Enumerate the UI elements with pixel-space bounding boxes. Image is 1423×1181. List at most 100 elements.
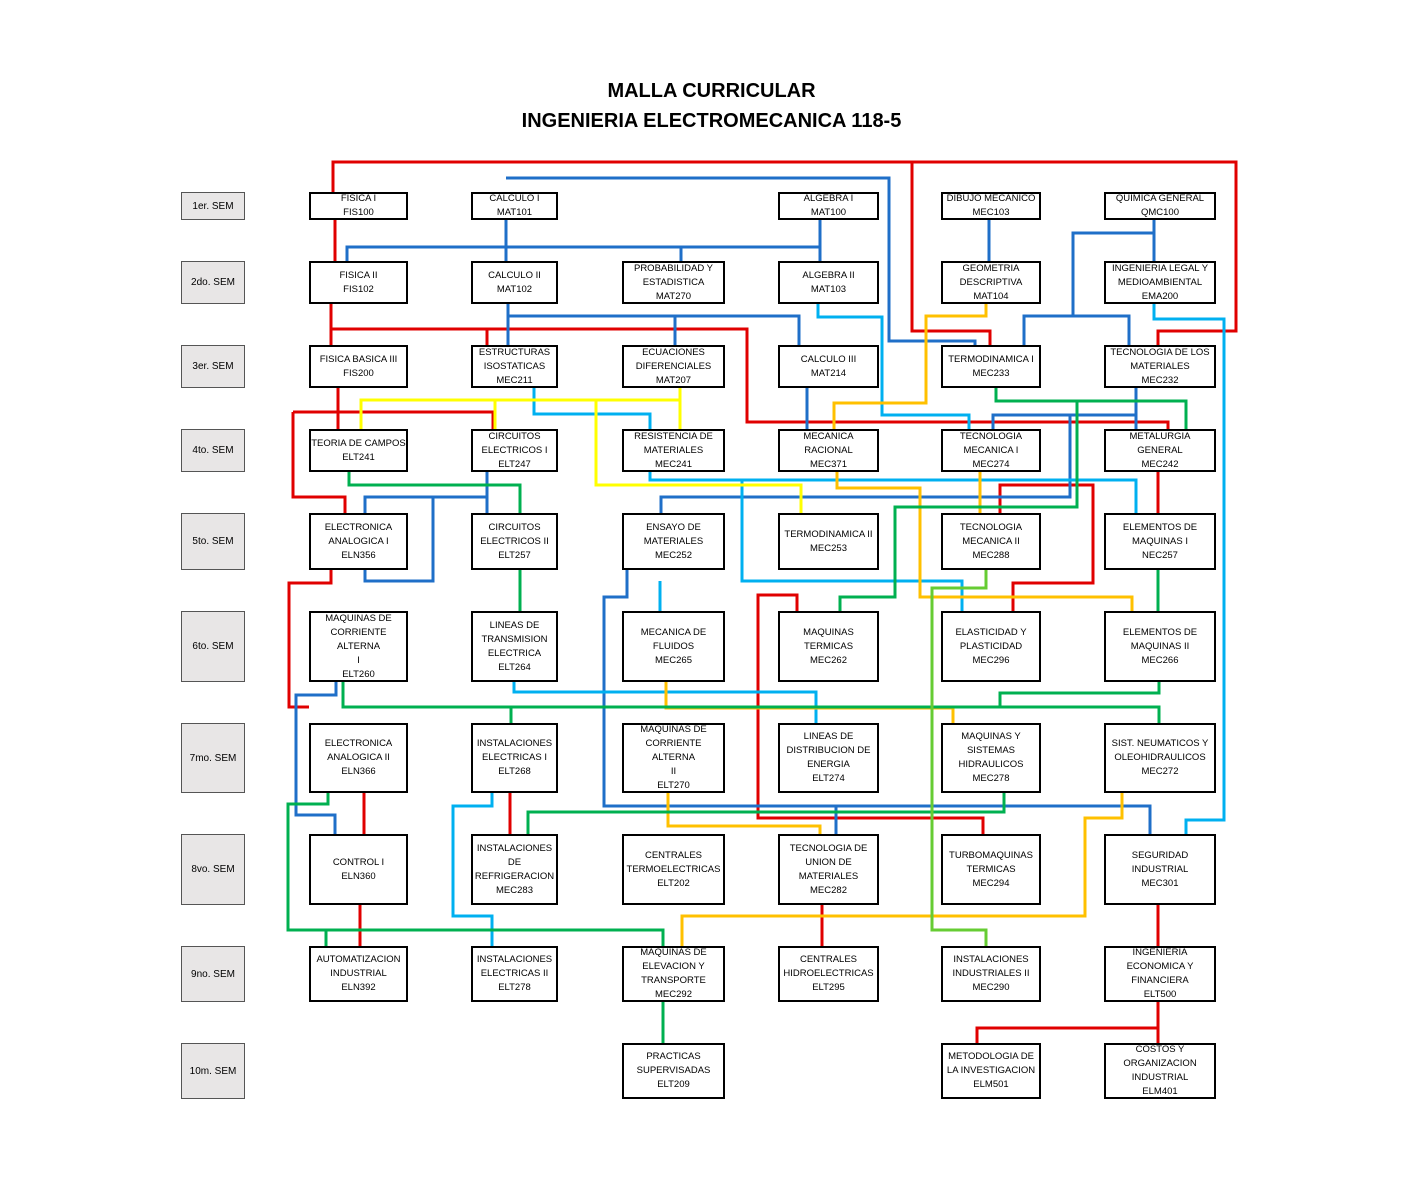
course-name: COSTOS Y (1135, 1044, 1185, 1055)
course-name: TERMOELECTRICAS (626, 863, 721, 875)
course-name: MECANICA DE (640, 626, 707, 638)
course-name: MECANICA I (963, 444, 1019, 456)
course-code: MEC282 (810, 884, 847, 896)
course-name: MATERIALES (643, 444, 704, 456)
course-code: MAT101 (496, 207, 533, 218)
semester-label: 2do. SEM (181, 261, 245, 304)
course-name: TECNOLOGIA DE LOS (1110, 346, 1210, 358)
course-name: DIFERENCIALES (635, 360, 712, 372)
course-name: LINEAS DE (489, 619, 540, 631)
course-name: INSTALACIONES (476, 738, 553, 749)
course-code: MEC290 (972, 982, 1010, 993)
course-name: TERMICAS (966, 863, 1016, 875)
course-name: METALURGIA GENERAL (1129, 430, 1191, 456)
course-name: ELEMENTOS DE (1122, 626, 1198, 638)
course-code: MEC211 (496, 374, 533, 386)
course-name: FLUIDOS (652, 640, 695, 652)
course-name: MECANICA (803, 430, 854, 442)
course-name: MATERIALES (798, 870, 859, 882)
course-name: TECNOLOGIA (959, 430, 1023, 442)
course-code: ELT500 (1143, 989, 1177, 1000)
course-name: INGENIERIA LEGAL Y (1111, 262, 1209, 274)
course-name: INSTALACIONES (476, 954, 553, 965)
course-code: ELM401 (1142, 1086, 1178, 1097)
course-name: MAQUINAS DE (325, 612, 392, 624)
course-name: MAQUINAS DE (640, 947, 707, 958)
course-code: MEC274 (972, 458, 1010, 470)
course-elt274: LINEAS DE DISTRIBUCION DE ENERGIA ELT274 (778, 723, 879, 793)
course-code: ELT264 (498, 661, 531, 673)
course-name: ELEMENTOS DE (1122, 521, 1198, 533)
course-name: ENERGIA (807, 759, 850, 770)
course-name: GEOMETRIA (962, 262, 1020, 274)
semester-label: 10m. SEM (181, 1043, 245, 1099)
course-name: SISTEMAS (966, 745, 1016, 756)
course-name: SUPERVISADAS (636, 1065, 711, 1076)
course-name: INDUSTRIALES II (952, 968, 1030, 979)
course-code: MEC301 (1141, 877, 1179, 889)
course-name: ORGANIZACION (1123, 1058, 1197, 1069)
course-name: PRACTICAS (646, 1051, 701, 1062)
course-code: ELN366 (341, 766, 376, 777)
course-code: MAT104 (973, 290, 1009, 302)
title-line-1: MALLA CURRICULAR (607, 80, 816, 102)
course-name: DISTRIBUCION DE (786, 745, 871, 756)
course-code: EMA200 (1141, 290, 1179, 302)
course-code: ELT241 (342, 451, 375, 463)
course-code: MEC288 (972, 549, 1010, 561)
course-name: ALGEBRA II (802, 269, 855, 281)
course-name: ELECTRICOS II (480, 535, 549, 547)
course-name: INSTALACIONES (953, 954, 1029, 965)
course-name: CIRCUITOS (488, 521, 541, 533)
course-name: SIST. NEUMATICOS Y (1111, 738, 1209, 749)
course-name: INDUSTRIAL (1131, 1072, 1189, 1083)
course-name: ANALOGICA I (328, 535, 389, 547)
course-code: ELM501 (973, 1079, 1009, 1090)
course-name: TECNOLOGIA (959, 521, 1023, 533)
course-name: MATERIALES (1130, 360, 1190, 372)
course-code: ELT295 (812, 982, 845, 993)
course-name: PLASTICIDAD (959, 640, 1023, 652)
course-name: ESTRUCTURAS (478, 346, 551, 358)
course-name: LINEAS DE (803, 731, 854, 742)
course-code: MAT214 (810, 367, 847, 379)
course-code: MEC233 (972, 367, 1010, 379)
course-code: ELT274 (812, 773, 845, 784)
course-code: MEC272 (1141, 766, 1179, 777)
course-name: HIDRAULICOS (958, 759, 1024, 770)
course-code: MEC262 (810, 654, 847, 666)
course-name: TECNOLOGIA DE (789, 842, 868, 854)
course-name: II (670, 766, 677, 777)
semester-label: 6to. SEM (181, 611, 245, 682)
title-line-2: INGENIERIA ELECTROMECANICA 118-5 (521, 110, 902, 132)
semester-label: 8vo. SEM (181, 834, 245, 905)
course-name: CALCULO III (800, 353, 857, 365)
course-code: MEC252 (655, 549, 692, 561)
course-mec290: INSTALACIONES INDUSTRIALES II MEC290 (941, 946, 1041, 1002)
course-name: ELECTRICA (487, 647, 542, 659)
